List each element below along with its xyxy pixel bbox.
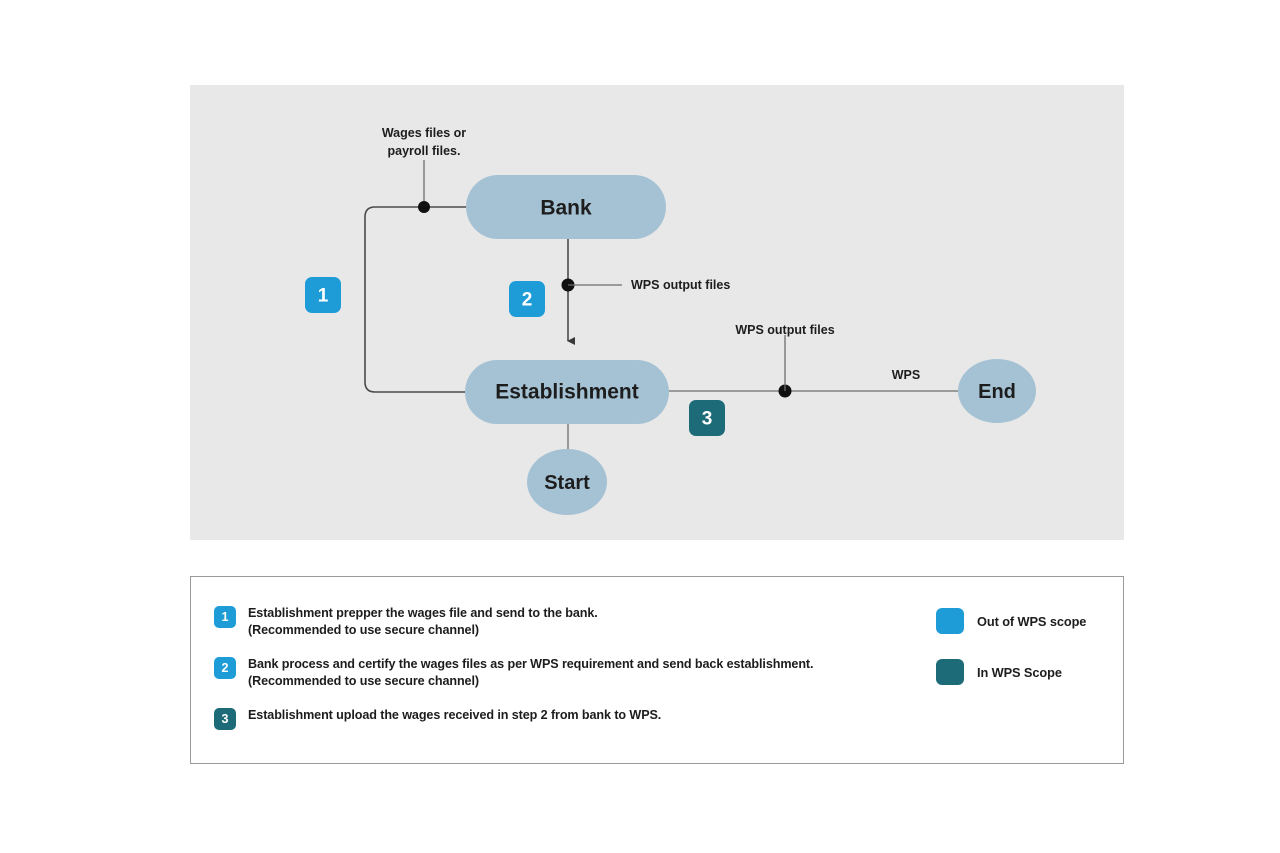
legend-steps-list: 1 Establishment prepper the wages file a… (214, 605, 914, 746)
legend-key-swatch-in-wps-scope (936, 659, 964, 685)
legend-key-row-out-of-wps-scope: Out of WPS scope (936, 608, 1086, 634)
node-bank[interactable] (466, 175, 666, 239)
legend-step-2: 2 Bank process and certify the wages fil… (214, 656, 914, 691)
node-end[interactable] (958, 359, 1036, 423)
diagram-badge-1-box (305, 277, 341, 313)
edge-label-wages-files-line1: Wages files or (382, 126, 466, 140)
legend-step-1: 1 Establishment prepper the wages file a… (214, 605, 914, 640)
legend-step-3-text: Establishment upload the wages received … (248, 707, 661, 724)
edge-label-wps-output-files-bank: WPS output files (631, 278, 730, 292)
diagram-badge-1[interactable]: 1 (305, 277, 341, 313)
legend-step-2-main: Bank process and certify the wages files… (248, 656, 814, 671)
legend-step-2-sub: (Recommended to use secure channel) (248, 674, 479, 689)
edge-label-wages-files-line2: payroll files. (388, 144, 461, 158)
junction-dot-wages-files (418, 201, 430, 213)
legend-step-1-main: Establishment prepper the wages file and… (248, 606, 598, 620)
legend-step-2-text: Bank process and certify the wages files… (248, 656, 814, 691)
diagram-badge-2-label: 2 (522, 290, 533, 311)
node-start-label: Start (544, 472, 590, 494)
diagram-badge-3-box (689, 400, 725, 436)
legend-step-1-text: Establishment prepper the wages file and… (248, 605, 598, 640)
legend-key-label-out-of-wps-scope: Out of WPS scope (977, 613, 1087, 629)
legend-step-3-badge: 3 (214, 707, 236, 730)
legend-key-list: Out of WPS scope In WPS Scope (936, 608, 1086, 710)
diagram-badge-2-box (509, 281, 545, 317)
node-bank-label: Bank (540, 197, 592, 220)
legend-key-swatch-out-of-wps-scope (936, 608, 964, 634)
diagram-badge-1-label: 1 (318, 286, 329, 307)
edge-label-wps: WPS (892, 368, 920, 382)
node-establishment[interactable] (465, 360, 669, 424)
diagram-panel: Bank Establishment Start End Wages files… (190, 85, 1124, 540)
legend-step-1-sub: (Recommended to use secure channel) (248, 623, 479, 638)
node-establishment-label: Establishment (495, 381, 639, 404)
legend-panel: 1 Establishment prepper the wages file a… (190, 576, 1124, 764)
node-start[interactable] (527, 449, 607, 515)
edge-label-wps-output-files-establishment: WPS output files (735, 323, 834, 337)
diagram-badge-3[interactable]: 3 (689, 400, 725, 436)
legend-key-row-in-wps-scope: In WPS Scope (936, 659, 1086, 685)
diagram-badge-2[interactable]: 2 (509, 281, 545, 317)
legend-step-3: 3 Establishment upload the wages receive… (214, 707, 914, 730)
legend-step-2-badge: 2 (214, 656, 236, 679)
diagram-badge-3-label: 3 (702, 409, 713, 430)
legend-step-1-badge: 1 (214, 606, 236, 628)
edge-bank-to-establishment-elbow (364, 206, 468, 393)
flow-diagram: Bank Establishment Start End Wages files… (305, 126, 1036, 515)
legend-step-3-main: Establishment upload the wages received … (248, 707, 662, 722)
legend-key-label-in-wps-scope: In WPS Scope (977, 664, 1062, 680)
node-end-label: End (978, 381, 1016, 403)
